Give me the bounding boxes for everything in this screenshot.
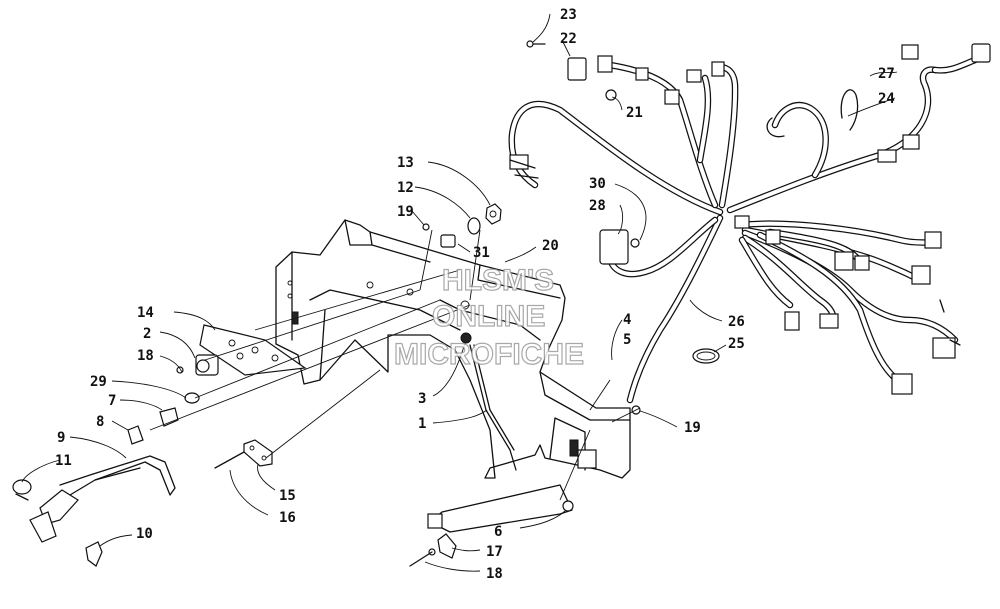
watermark-line-1: HLSM'S [442,264,554,297]
callout-24: 24 [878,91,895,107]
throttle-lever [12,455,176,543]
callout-31: 31 [473,245,490,261]
callout-15: 15 [279,488,296,504]
watermark-line-3: MICROFICHE [394,338,584,371]
callout-18-left: 18 [137,348,154,364]
callout-14: 14 [137,305,154,321]
callout-2: 2 [143,326,151,342]
callout-28: 28 [589,198,606,214]
main-bracket [275,219,631,479]
callout-9: 9 [57,430,65,446]
callout-10: 10 [136,526,153,542]
callout-27: 27 [878,66,895,82]
callout-25: 25 [728,336,745,352]
mounting-bracket-small [214,439,273,469]
callout-20: 20 [542,238,559,254]
harness-connectors [509,43,991,395]
support-rod [469,344,517,471]
cable-tie [692,348,720,364]
callout-4: 4 [623,312,631,328]
callout-30: 30 [589,176,606,192]
callout-3: 3 [418,391,426,407]
callout-22: 22 [560,31,577,47]
callout-23: 23 [560,7,577,23]
callout-19-right: 19 [684,420,701,436]
wiring-harness [508,56,979,404]
callout-leaders [21,13,898,572]
callout-29: 29 [90,374,107,390]
callout-7: 7 [108,393,116,409]
dash-panel [199,324,307,376]
callout-13: 13 [397,155,414,171]
lever-pivot [85,541,103,567]
callout-18-bottom: 18 [486,566,503,582]
callout-17: 17 [486,544,503,560]
assembly-lines [149,229,641,501]
lower-bracket [409,484,574,567]
switch-parts [127,366,200,445]
callout-8: 8 [96,414,104,430]
watermark-line-2: ONLINE [432,300,545,333]
callout-labels: 23 22 21 27 24 30 28 13 12 19 31 20 4 5 … [55,7,895,582]
callout-12: 12 [397,180,414,196]
callout-21: 21 [626,105,643,121]
callout-6: 6 [494,524,502,540]
switch-housing [195,354,219,376]
harness-clip [766,89,859,138]
callout-19-top: 19 [397,204,414,220]
callout-1: 1 [418,416,426,432]
callout-26: 26 [728,314,745,330]
callout-11: 11 [55,453,72,469]
callout-5: 5 [623,332,631,348]
callout-16: 16 [279,510,296,526]
watermark: HLSM'S ONLINE MICROFICHE [393,263,584,371]
